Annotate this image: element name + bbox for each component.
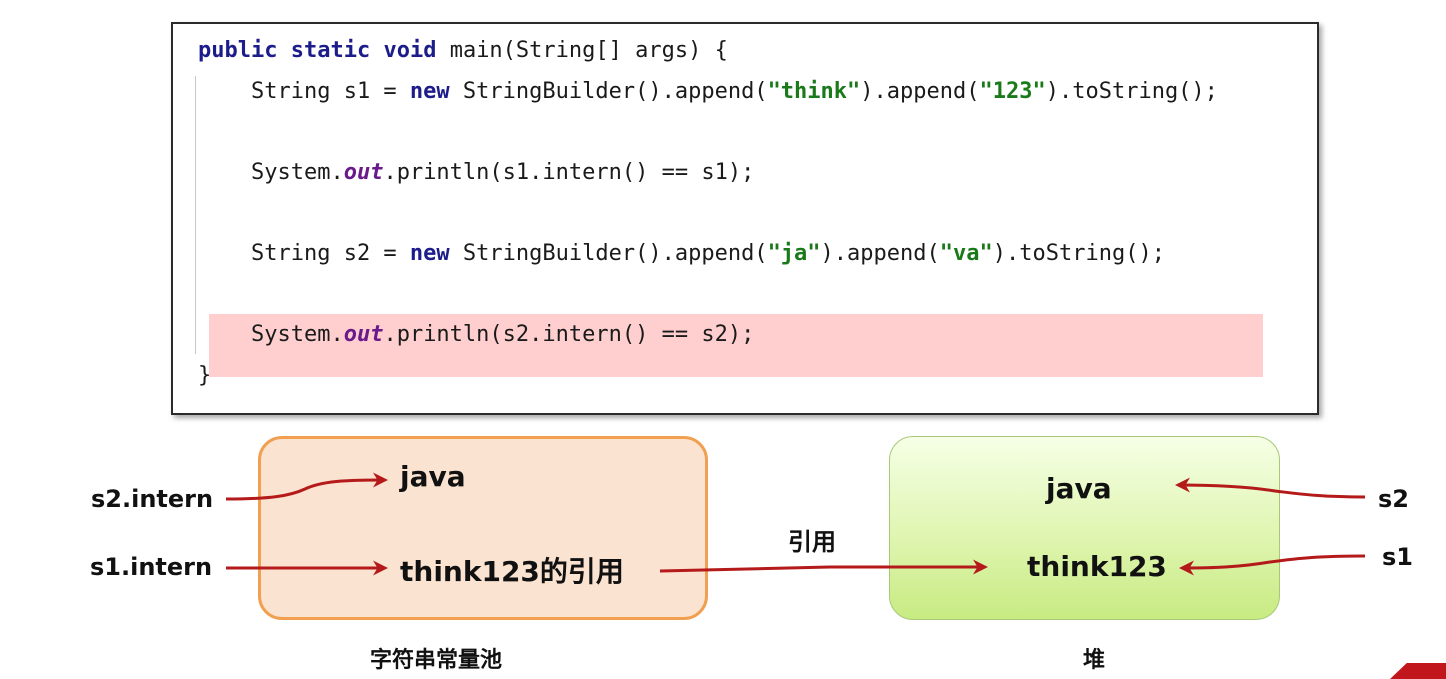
label-reference: 引用 (788, 528, 836, 556)
corner-decoration (1390, 663, 1446, 679)
pool-item-java: java (400, 460, 466, 493)
code-line-6: } (198, 363, 212, 388)
heap-item-java: java (1046, 472, 1112, 505)
label-s1-intern: s1.intern (90, 553, 213, 581)
heap-box (889, 436, 1280, 620)
heap-caption: 堆 (1083, 648, 1106, 673)
code-line-4: String s2 = new StringBuilder().append("… (198, 241, 1165, 266)
string-constant-pool (258, 436, 708, 620)
label-s2-intern: s2.intern (91, 485, 214, 513)
indent-guide (195, 76, 196, 354)
highlighted-line (209, 314, 1263, 377)
code-panel: public static void main(String[] args) {… (171, 22, 1319, 415)
arrow-s2-intern-to-pool-java (225, 472, 388, 501)
code-line-5: System.out.println(s2.intern() == s2); (198, 322, 755, 347)
label-s1: s1 (1382, 543, 1413, 571)
arrow-s2-to-heap-java (1175, 477, 1366, 499)
arrow-s1-to-heap-think123 (1179, 554, 1366, 576)
code-line-3: System.out.println(s1.intern() == s1); (198, 160, 755, 185)
pool-item-think123-ref: think123的引用 (400, 555, 624, 588)
code-line-2: String s1 = new StringBuilder().append("… (198, 79, 1218, 104)
heap-item-think123: think123 (1027, 550, 1167, 583)
code-line-1: public static void main(String[] args) { (198, 38, 728, 63)
arrow-pool-ref-to-heap-think123 (659, 559, 988, 575)
label-s2: s2 (1378, 485, 1409, 513)
pool-caption: 字符串常量池 (370, 648, 503, 673)
